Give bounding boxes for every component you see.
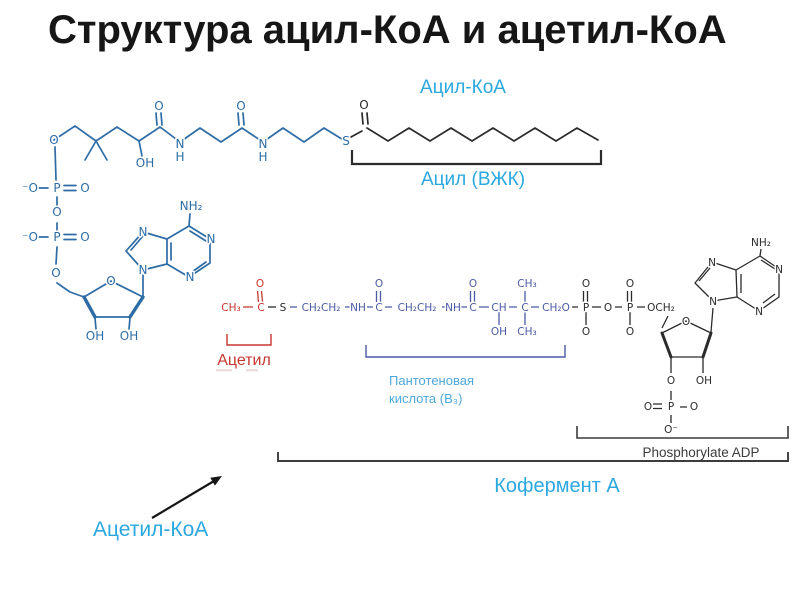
atom-label: N bbox=[186, 270, 195, 284]
atom-label: O bbox=[604, 302, 612, 314]
atom-label: CH₃ bbox=[517, 326, 536, 338]
label-pantothenic-line1: Пантотеновая bbox=[389, 373, 474, 388]
atom-label: O bbox=[644, 401, 652, 413]
atom-label: CH₃ bbox=[517, 278, 536, 290]
atom-label: O bbox=[667, 375, 675, 387]
atom-label: O bbox=[236, 99, 245, 113]
atom-label: O bbox=[626, 326, 634, 338]
atom-label: O bbox=[582, 326, 590, 338]
atom-label: C bbox=[521, 302, 528, 314]
atom-label: CH bbox=[491, 302, 506, 314]
page-title: Структура ацил-КоА и ацетил-КоА bbox=[48, 8, 727, 52]
atom-label: C bbox=[469, 302, 476, 314]
atom-label: P bbox=[668, 401, 674, 413]
atom-label: P bbox=[53, 230, 60, 244]
atom-label: O bbox=[80, 230, 89, 244]
atom-label: O bbox=[682, 316, 690, 328]
atom-label: N bbox=[139, 263, 148, 277]
acyl-bracket bbox=[350, 150, 603, 166]
atom-label: H bbox=[258, 150, 267, 164]
phosphorylate-adp-bracket bbox=[576, 426, 789, 439]
atom-label: OH bbox=[696, 375, 712, 387]
atom-label: OH bbox=[86, 329, 104, 343]
label-pantothenic-line2: кислота (В₃) bbox=[389, 391, 462, 406]
atom-label: N bbox=[176, 137, 185, 151]
atom-label: O bbox=[52, 205, 61, 219]
atom-label: C bbox=[257, 302, 264, 314]
atom-label: N bbox=[139, 225, 148, 239]
atom-label: CH₂O bbox=[542, 302, 570, 314]
atom-label: O bbox=[106, 274, 115, 288]
atom-label: NH₂ bbox=[751, 237, 771, 249]
atom-label: N bbox=[708, 257, 716, 269]
atom-label: P bbox=[627, 302, 633, 314]
atom-label: S bbox=[280, 302, 287, 314]
label-coenzyme-a: Кофермент А bbox=[494, 475, 620, 497]
label-acetyl-coa: Ацетил-КоА bbox=[93, 518, 208, 541]
atom-label: OH bbox=[491, 326, 507, 338]
atom-label: N bbox=[775, 264, 783, 276]
label-acetyl: Ацетил bbox=[217, 352, 271, 369]
atom-label: N bbox=[755, 306, 763, 318]
label-acyl-coa: Ацил-КоА bbox=[420, 77, 506, 98]
atom-label: P bbox=[583, 302, 589, 314]
atom-label: OH bbox=[136, 156, 154, 170]
label-phosphorylate-adp: Phosphorylate ADP bbox=[642, 445, 759, 460]
atom-label: OCH₂ bbox=[647, 302, 675, 314]
acyl-chain bbox=[350, 112, 599, 142]
atom-label: O bbox=[469, 278, 477, 290]
atom-label: N bbox=[709, 296, 717, 308]
atom-label: S bbox=[342, 134, 350, 148]
atom-label: O bbox=[80, 181, 89, 195]
atom-label: O bbox=[154, 99, 163, 113]
label-acyl-fatty-acid: Ацил (ВЖК) bbox=[421, 169, 525, 190]
atom-label: O bbox=[256, 278, 264, 290]
atom-label: OH bbox=[120, 329, 138, 343]
atom-label: O bbox=[49, 133, 58, 147]
atom-label: H bbox=[175, 150, 184, 164]
atom-label: C bbox=[375, 302, 382, 314]
atom-label: O bbox=[626, 278, 634, 290]
atom-label: O bbox=[690, 401, 698, 413]
atom-label: O bbox=[582, 278, 590, 290]
atom-label: N bbox=[259, 137, 268, 151]
atom-label: NH bbox=[350, 302, 366, 314]
atom-label: NH bbox=[445, 302, 461, 314]
atom-label: NH₂ bbox=[180, 199, 203, 213]
atom-label: O bbox=[51, 266, 60, 280]
atom-label: N bbox=[207, 232, 216, 246]
atom-label: CH₂CH₂ bbox=[398, 302, 437, 314]
atom-label: P bbox=[53, 181, 60, 195]
pantothenic-bracket bbox=[365, 345, 566, 358]
atom-label: CH₂CH₂ bbox=[302, 302, 341, 314]
acetyl-bracket bbox=[226, 334, 272, 346]
atom-label: O bbox=[375, 278, 383, 290]
clipped-text-remnant bbox=[216, 369, 258, 372]
atom-label: O bbox=[359, 98, 368, 112]
acetyl-coa-arrow bbox=[151, 476, 222, 519]
atom-label: ⁻O bbox=[22, 230, 38, 244]
atom-label: CH₃ bbox=[221, 302, 240, 314]
atom-label: ⁻O bbox=[22, 181, 38, 195]
coenzyme-a-bracket bbox=[277, 452, 789, 462]
atom-label: O⁻ bbox=[664, 424, 678, 436]
